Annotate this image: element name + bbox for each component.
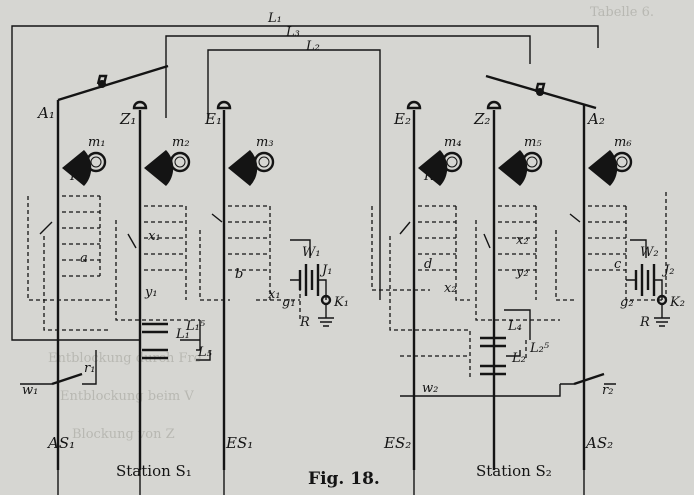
line-runs: L₁ L₃ L₂ [11, 11, 599, 300]
indicator-m2: m₂ [169, 135, 191, 173]
svg-text:m₄: m₄ [444, 135, 462, 150]
label-g2: g₂ [620, 295, 634, 310]
label-y1: y₁ [144, 285, 158, 300]
lever-A1: A₁ [36, 104, 55, 122]
station-s1: A₁ Z₁ E₁ m₁ m₂ m₃ [11, 64, 349, 495]
semaphore-2 [144, 150, 174, 186]
label-L1: L₁ [175, 327, 190, 342]
label-a: a [80, 251, 88, 266]
indicator-m3: m₃ [253, 135, 275, 173]
semaphore-5 [498, 150, 528, 186]
lever-A2: A₂ [586, 110, 605, 128]
indicator-m6: m₆ [611, 135, 633, 173]
label-x2-b: x₂ [444, 281, 457, 296]
label-L2-5: L₂⁵ [529, 341, 550, 356]
label-L1-5: L₁⁵ [185, 319, 206, 334]
lever-Z2: Z₂ [473, 110, 490, 128]
label-x1-b: x₁ [268, 287, 281, 302]
bg-text-2: Entblockung beim V [60, 389, 194, 404]
label-R-1: R [69, 169, 80, 184]
bg-text-3: Blockung von Z [72, 427, 175, 442]
bleed-through-text: Tabelle 6. Entblockung durch Fre Entbloc… [48, 5, 654, 442]
semaphore-3 [228, 150, 258, 186]
svg-text:m₃: m₃ [256, 135, 274, 150]
label-c: c [614, 257, 622, 272]
indicator-m1: m₁ [85, 135, 107, 173]
label-K1: K₁ [333, 295, 349, 310]
lever-E2: E₂ [393, 110, 411, 128]
figure-caption: Fig. 18. [308, 469, 380, 489]
semaphore-1 [62, 150, 92, 186]
svg-text:m₁: m₁ [88, 135, 106, 150]
label-R-2: R [299, 315, 310, 330]
line-label-L2: L₂ [305, 39, 320, 54]
label-r2: r₂ [602, 383, 613, 398]
svg-text:m₆: m₆ [614, 135, 632, 150]
label-W1: W₁ [302, 245, 321, 260]
lever-E1: E₁ [204, 110, 222, 128]
station-s2: E₂ Z₂ A₂ m₄ m₅ m₆ [371, 74, 685, 495]
bg-text-1: Entblockung durch Fre [48, 351, 202, 366]
label-R-4: R [639, 315, 650, 330]
svg-text:m₂: m₂ [172, 135, 190, 150]
indicator-m4: m₄ [441, 135, 463, 173]
label-R-3: R [423, 169, 434, 184]
label-L2-lower: L₂ [511, 351, 526, 366]
label-y2: y₂ [515, 265, 529, 280]
terminal-ES2: ES₂ [383, 434, 411, 452]
semaphore-6 [588, 150, 618, 186]
label-w2: w₂ [422, 381, 438, 396]
bg-table-title: Tabelle 6. [590, 5, 654, 20]
label-J2: J₂ [661, 263, 674, 278]
line-label-L3: L₃ [285, 25, 300, 40]
label-x1-a: x₁ [148, 229, 161, 244]
line-label-L1: L₁ [267, 11, 282, 26]
label-g1: g₁ [282, 295, 296, 310]
station-label-s1: Station S₁ [116, 462, 192, 480]
terminal-ES1: ES₁ [225, 434, 253, 452]
label-b: b [235, 267, 243, 282]
label-J1: J₁ [319, 263, 332, 278]
terminal-AS2: AS₂ [584, 434, 613, 452]
lever-Z1: Z₁ [119, 110, 136, 128]
label-K2: K₂ [669, 295, 685, 310]
station-label-s2: Station S₂ [476, 462, 552, 480]
label-w1: w₁ [22, 383, 38, 398]
label-x2-a: x₂ [516, 233, 529, 248]
label-L5: L₅ [197, 345, 213, 360]
label-L4: L₄ [507, 319, 522, 334]
terminal-AS1: AS₁ [46, 434, 75, 452]
svg-text:m₅: m₅ [524, 135, 542, 150]
label-r1: r₁ [84, 361, 95, 376]
label-d: d [424, 257, 432, 272]
label-W2: W₂ [640, 245, 659, 260]
semaphore-4 [418, 150, 448, 186]
indicator-m5: m₅ [521, 135, 542, 173]
